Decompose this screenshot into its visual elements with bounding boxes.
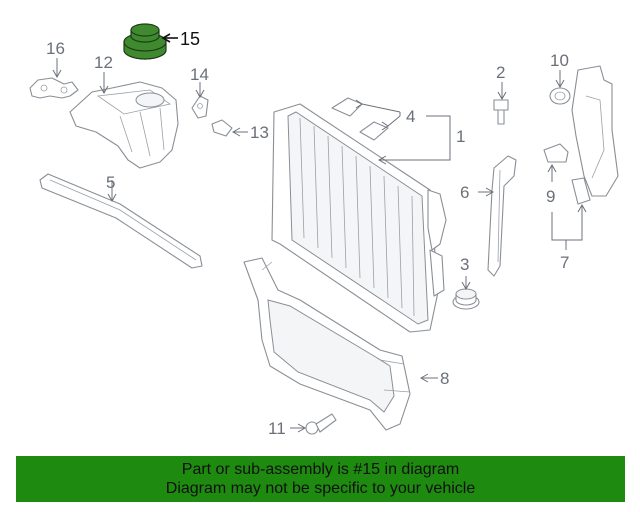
part-8-frame[interactable] [243, 257, 411, 431]
callout-7: 7 [560, 253, 569, 272]
part-1-radiator[interactable] [271, 103, 447, 333]
part-13-sensor[interactable] [211, 119, 233, 137]
callout-8: 8 [440, 369, 449, 388]
callout-9: 9 [546, 187, 555, 206]
callout-10: 10 [550, 51, 569, 70]
callout-16: 16 [46, 39, 65, 58]
banner-line-2: Diagram may not be specific to your vehi… [165, 480, 476, 497]
part-14-fitting[interactable] [191, 95, 209, 119]
callout-5: 5 [106, 173, 115, 192]
callout-2: 2 [496, 63, 505, 82]
callout-3: 3 [460, 255, 469, 274]
part-15-cap[interactable] [123, 23, 167, 60]
part-3-grommet[interactable] [452, 288, 480, 310]
part-2-bolt[interactable] [493, 99, 509, 125]
part-7-air-duct[interactable] [571, 65, 619, 205]
part-10-clip[interactable] [549, 87, 571, 105]
callout-6: 6 [460, 183, 469, 202]
callout-12: 12 [94, 53, 113, 72]
part-9-bracket[interactable] [543, 143, 569, 163]
part-16-bracket[interactable] [29, 77, 79, 99]
callout-14: 14 [190, 65, 209, 84]
callout-13: 13 [250, 123, 269, 142]
callout-4: 4 [406, 107, 415, 126]
banner-line-1: Part or sub-assembly is #15 in diagram [181, 461, 460, 478]
callout-1: 1 [456, 127, 465, 146]
part-11-screw[interactable] [305, 413, 337, 435]
info-banner: Part or sub-assembly is #15 in diagram D… [16, 456, 625, 502]
part-12-expansion-tank[interactable] [69, 81, 179, 169]
part-6-side-bracket[interactable] [487, 155, 517, 277]
callout-15: 15 [180, 29, 200, 49]
callout-11: 11 [268, 419, 286, 438]
part-5-seal-strip[interactable] [39, 173, 203, 269]
